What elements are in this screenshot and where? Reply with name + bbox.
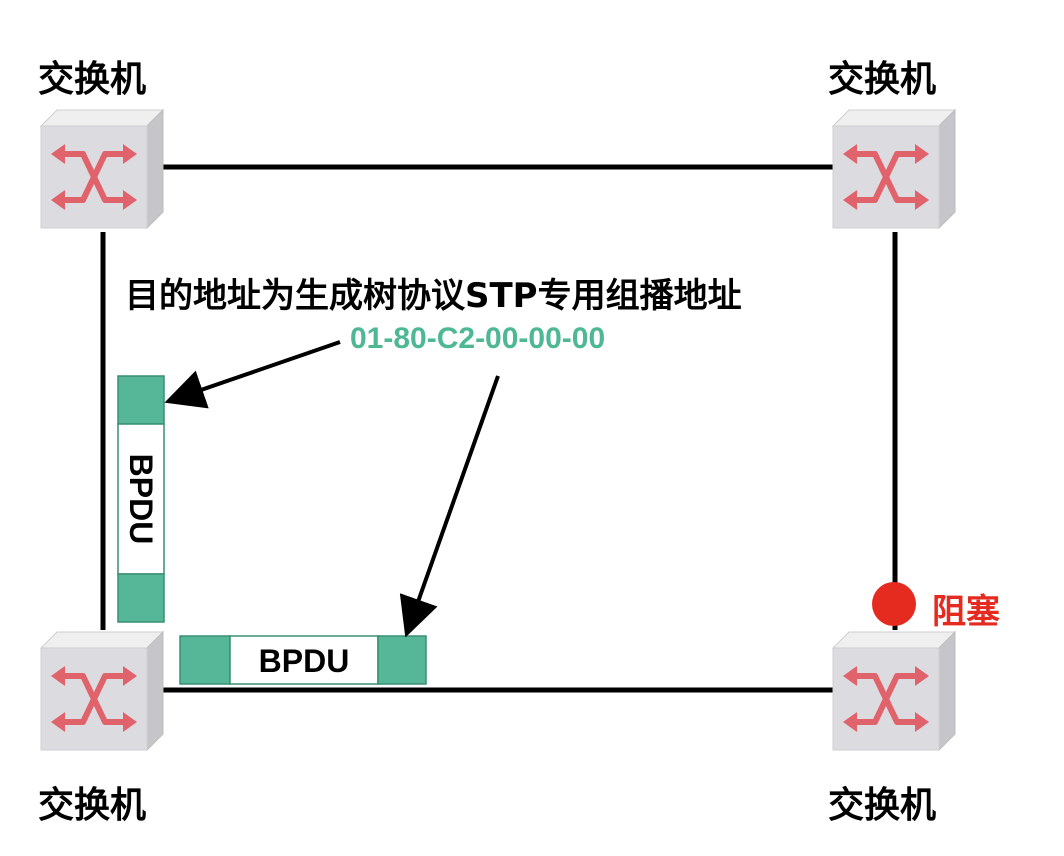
arrow-to-horizontal-frame: [399, 375, 500, 638]
annotation-title: 目的地址为生成树协议STP专用组播地址: [125, 276, 742, 316]
bpdu-frame-vertical: BPDU: [117, 375, 165, 623]
switch-top-right-label: 交换机: [828, 59, 937, 100]
arrow-to-vertical-frame: [164, 340, 341, 409]
switch-bottom-left-icon: [41, 632, 163, 750]
switch-bottom-right-icon: [833, 632, 955, 750]
switch-top-left-icon: [41, 110, 163, 228]
mac-address: 01-80-C2-00-00-00: [350, 322, 606, 355]
bpdu-frame-horizontal: BPDU: [179, 635, 427, 685]
switch-bottom-left-label: 交换机: [38, 785, 147, 826]
blocked-label: 阻塞: [932, 592, 1000, 632]
blocked-port-dot: [872, 582, 916, 626]
switch-bottom-right-label: 交换机: [828, 785, 937, 826]
bpdu-horizontal-label: BPDU: [259, 643, 350, 679]
bpdu-vertical-label: BPDU: [123, 454, 159, 545]
switch-top-right-icon: [833, 110, 955, 228]
switch-top-left-label: 交换机: [38, 59, 147, 100]
